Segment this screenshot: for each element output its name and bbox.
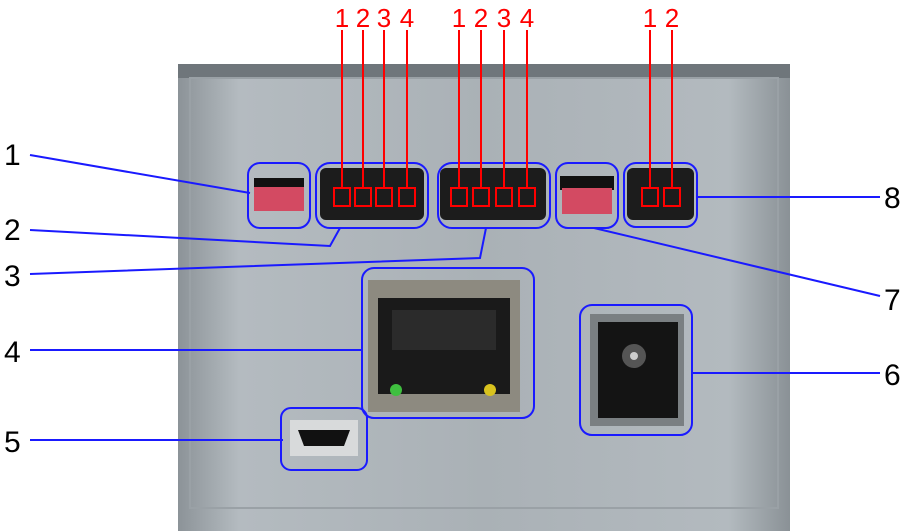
callout-4: 4 [4, 336, 21, 369]
dc-power-jack [590, 314, 684, 426]
pin-box [375, 187, 393, 207]
pin-box [495, 187, 513, 207]
pin-number: 2 [474, 3, 488, 33]
callout-8: 8 [884, 182, 901, 215]
pin-box [663, 187, 681, 207]
pin-number: 3 [497, 3, 511, 33]
callout-2: 2 [4, 214, 21, 247]
pin-number: 1 [335, 3, 349, 33]
jumper-2 [560, 176, 614, 214]
pin-box [472, 187, 490, 207]
pin-box [398, 187, 416, 207]
green-led [390, 384, 402, 396]
pin-box [450, 187, 468, 207]
yellow-led [484, 384, 496, 396]
callout-lines [29, 154, 881, 441]
connector-2pin [627, 168, 694, 220]
pin-box [354, 187, 372, 207]
pin-number: 1 [452, 3, 466, 33]
rj45-port [368, 280, 520, 412]
pin-box [641, 187, 659, 207]
mini-usb-port [290, 420, 358, 456]
pin-number: 3 [377, 3, 391, 33]
pin-number: 1 [643, 3, 657, 33]
pin-box [333, 187, 351, 207]
jumper-1 [254, 178, 304, 211]
pin-number: 2 [665, 3, 679, 33]
callout-7: 7 [884, 284, 901, 317]
callout-1: 1 [4, 139, 21, 172]
pin-box [518, 187, 536, 207]
callout-outlines [247, 162, 698, 471]
callout-6: 6 [884, 359, 901, 392]
pin-number: 4 [400, 3, 414, 33]
pin-number: 4 [520, 3, 534, 33]
callout-5: 5 [4, 426, 21, 459]
callout-3: 3 [4, 260, 21, 293]
pin-number: 2 [356, 3, 370, 33]
